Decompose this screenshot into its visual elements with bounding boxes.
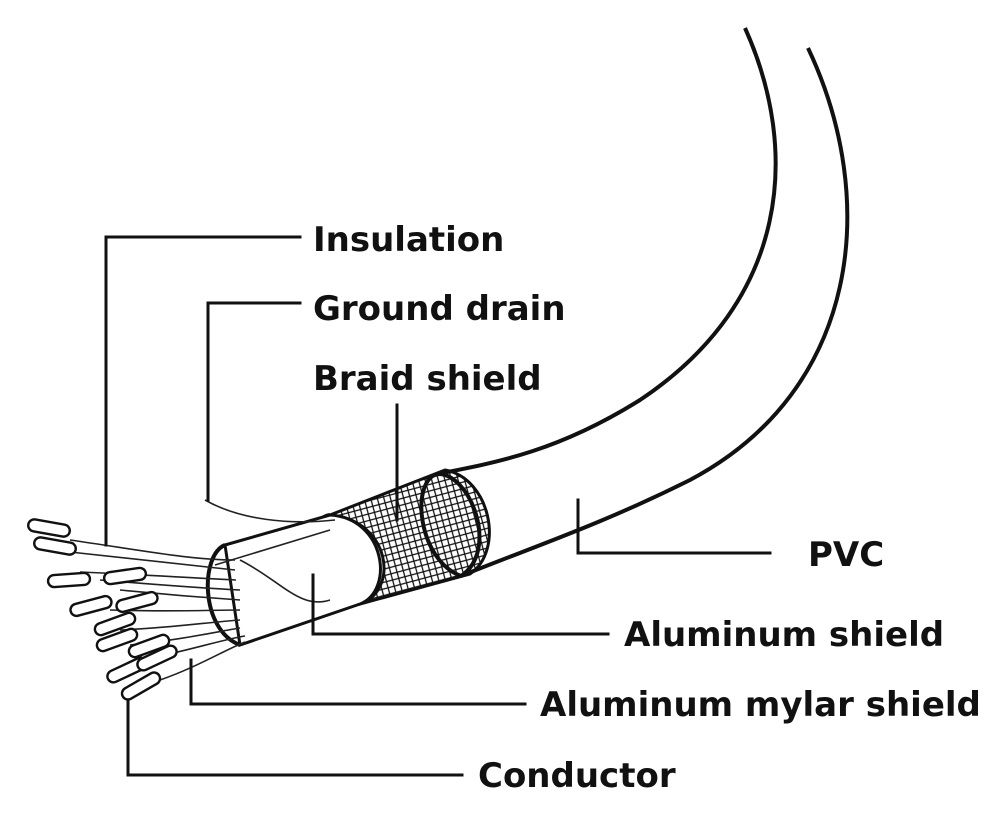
leader-pvc xyxy=(576,498,772,555)
leader-lines xyxy=(104,235,772,777)
aluminum-shield-section xyxy=(205,513,382,648)
label-aluminum-mylar-shield: Aluminum mylar shield xyxy=(540,685,981,725)
inner-wire-bundle xyxy=(69,539,246,681)
leader-insulation xyxy=(104,235,302,547)
leader-aluminum-mylar-shield xyxy=(189,658,527,706)
label-ground-drain: Ground drain xyxy=(313,289,566,329)
leader-ground-drain xyxy=(206,301,302,502)
label-conductor: Conductor xyxy=(478,756,676,796)
label-insulation: Insulation xyxy=(313,220,504,260)
conductor-ends xyxy=(27,518,178,701)
leader-aluminum-shield xyxy=(311,573,610,636)
label-braid-shield: Braid shield xyxy=(313,359,542,399)
label-aluminum-shield: Aluminum shield xyxy=(624,615,944,655)
ground-drain-wire xyxy=(204,499,336,523)
label-pvc: PVC xyxy=(808,535,884,575)
labels: Insulation Ground drain Braid shield PVC… xyxy=(313,220,981,796)
leader-conductor xyxy=(126,698,464,777)
